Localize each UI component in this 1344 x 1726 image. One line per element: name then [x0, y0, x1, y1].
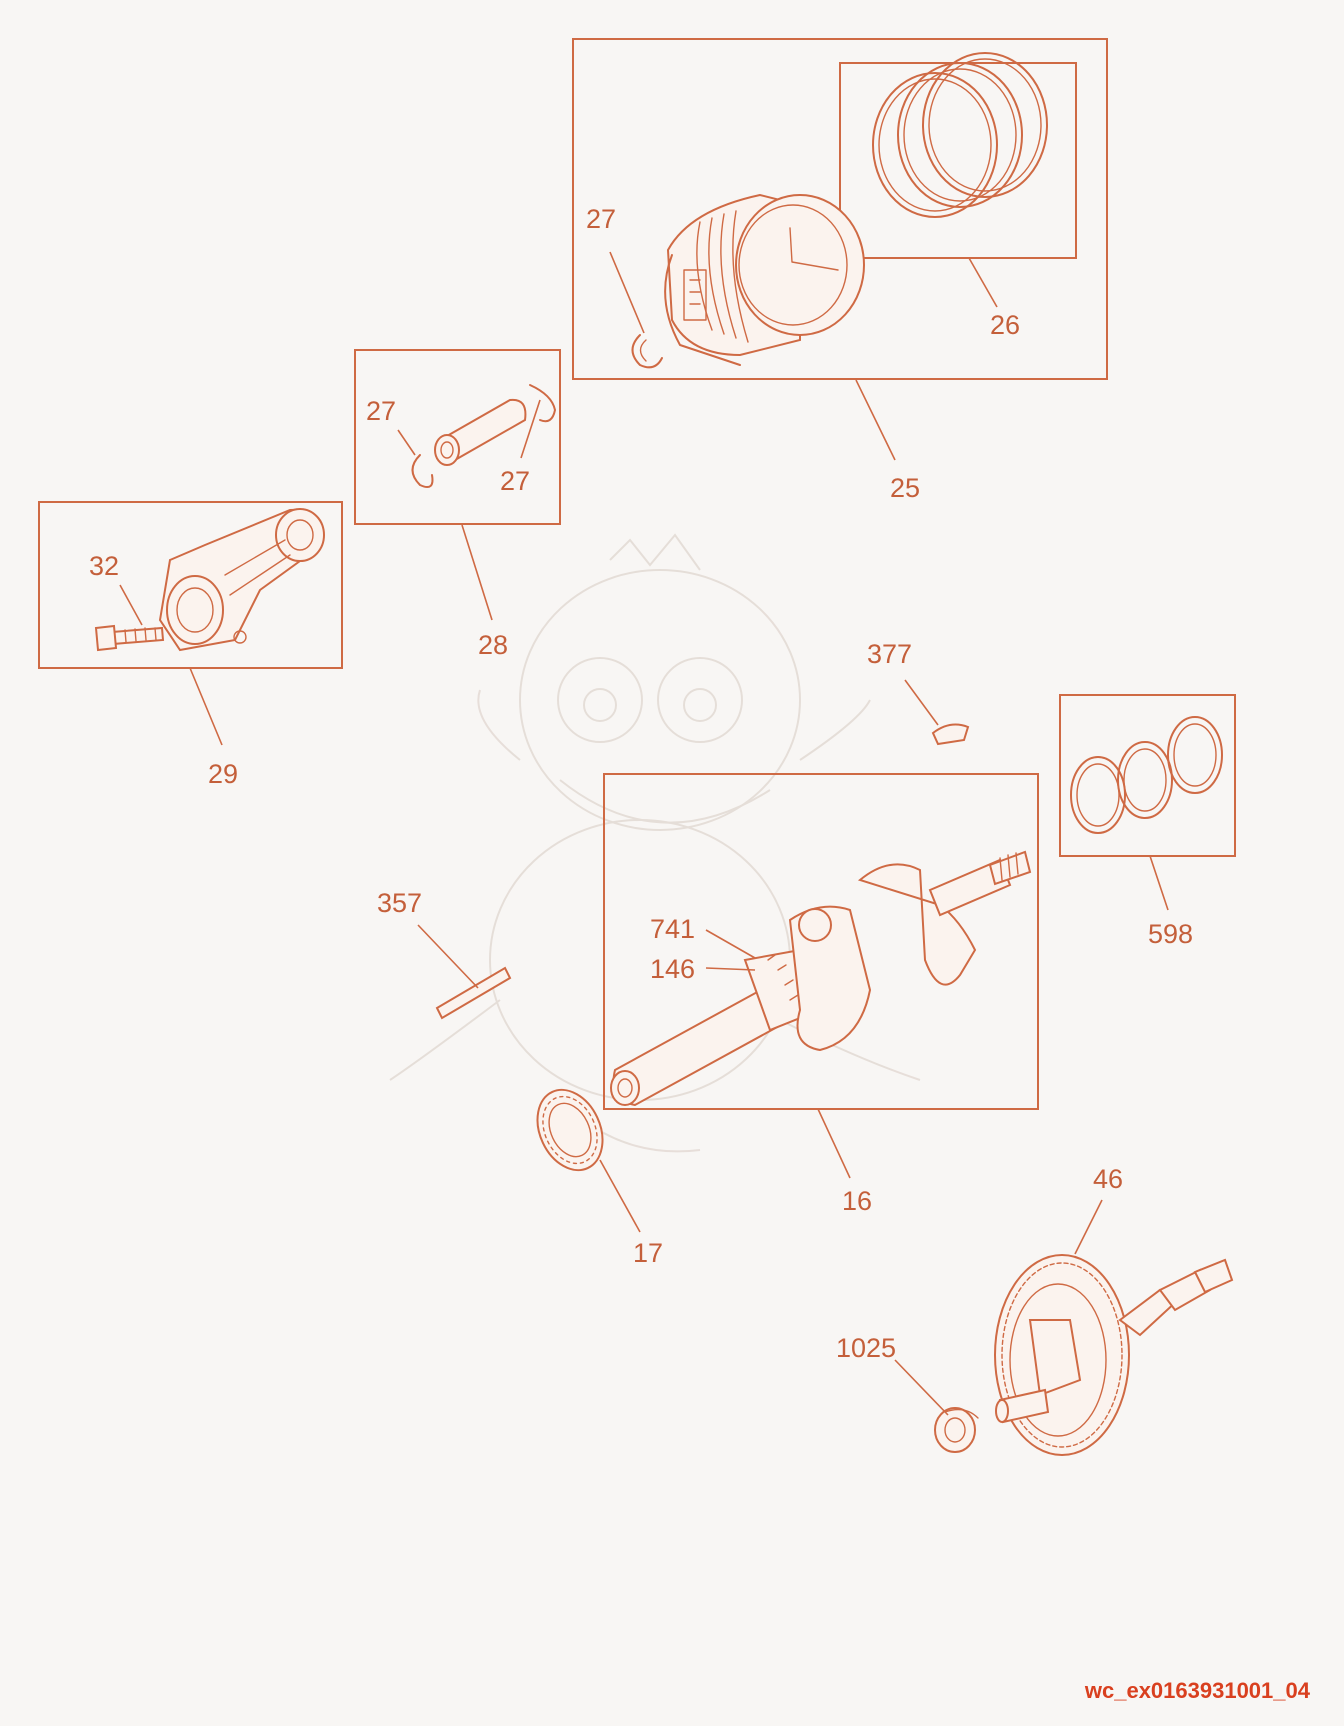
- callout-27-left: 27: [366, 396, 396, 426]
- leader-146: [705, 967, 756, 971]
- circlip-right-part: [529, 384, 556, 423]
- seal-kit-frame: [1059, 694, 1236, 857]
- circlip-left-part: [411, 454, 434, 488]
- callout-16: 16: [842, 1186, 872, 1216]
- leader-27c: [520, 399, 541, 459]
- crankshaft-assembly-frame: [603, 773, 1039, 1110]
- piston-pin-part: [434, 398, 527, 466]
- callout-28: 28: [478, 630, 508, 660]
- piston-part: [664, 193, 865, 366]
- camshaft-part: [994, 1254, 1234, 1456]
- leader-32: [119, 584, 143, 626]
- leader-28: [461, 524, 493, 621]
- connecting-rod-part: [158, 508, 325, 652]
- callout-741: 741: [650, 914, 695, 944]
- rod-bolt-part: [94, 624, 165, 652]
- leader-741: [705, 929, 756, 959]
- leader-27a: [609, 251, 645, 334]
- leader-29: [189, 667, 223, 746]
- callout-377: 377: [867, 639, 912, 669]
- callout-46: 46: [1093, 1164, 1123, 1194]
- callout-27-piston: 27: [586, 204, 616, 234]
- leader-598: [1149, 855, 1169, 911]
- callout-25: 25: [890, 473, 920, 503]
- leader-16: [817, 1108, 851, 1179]
- leader-lines: [119, 251, 1169, 1416]
- callout-labels: 25 26 27 27 27 28 29 32 377 598 357 741 …: [89, 204, 1193, 1363]
- callout-32: 32: [89, 551, 119, 581]
- piston-assembly-frame: [572, 38, 1108, 380]
- crankshaft-part: [610, 850, 1032, 1107]
- piston-rings-part: [872, 52, 1048, 218]
- shaft-key-part: [435, 966, 512, 1020]
- woodruff-key-part: [931, 723, 970, 746]
- document-id: wc_ex0163931001_04: [1084, 1678, 1310, 1703]
- leader-1025: [894, 1359, 949, 1416]
- callout-26: 26: [990, 310, 1020, 340]
- callout-29: 29: [208, 759, 238, 789]
- callout-357: 357: [377, 888, 422, 918]
- callout-17: 17: [633, 1238, 663, 1268]
- leader-357: [417, 924, 479, 989]
- piston-pin-kit-frame: [354, 349, 561, 525]
- leader-46: [1074, 1199, 1103, 1255]
- callout-1025: 1025: [836, 1333, 896, 1363]
- leader-377: [904, 679, 939, 726]
- callout-146: 146: [650, 954, 695, 984]
- circlip-part: [631, 334, 663, 369]
- ball-bearing-part: [536, 1088, 604, 1172]
- callout-598: 598: [1148, 919, 1193, 949]
- callout-27-right: 27: [500, 466, 530, 496]
- leader-17: [599, 1159, 641, 1233]
- spacer-washer-part: [934, 1407, 979, 1453]
- oil-seals-part: [1070, 716, 1223, 834]
- leader-25: [855, 379, 896, 461]
- leader-26: [968, 257, 998, 308]
- leader-27b: [397, 429, 416, 456]
